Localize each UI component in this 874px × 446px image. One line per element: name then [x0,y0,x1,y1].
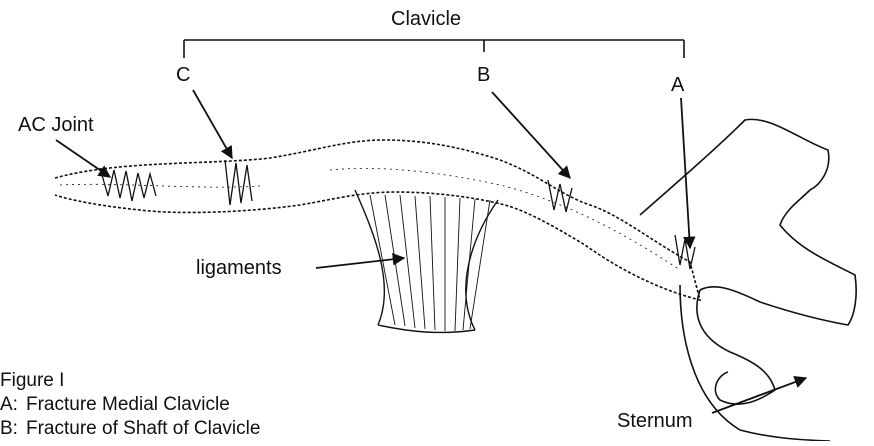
clavicle-label: Clavicle [391,8,461,30]
arrow-ac [56,140,110,177]
legend-text: Fracture Medial Clavicle [26,394,230,415]
ligaments-label: ligaments [196,257,282,279]
arrow-b [492,92,570,178]
clavicle-bone [55,140,700,300]
legend-text: Fracture of Shaft of Clavicle [26,418,260,439]
fracture-marks [100,160,695,269]
arrow-ligaments [316,258,404,268]
ac-joint-label: AC Joint [18,114,94,136]
figure-legend: Figure I A:Fracture Medial Clavicle B:Fr… [0,369,260,441]
site-c-label: C [176,64,190,86]
clavicle-bracket [184,40,684,58]
arrow-sternum [712,378,806,413]
arrow-c [193,90,232,158]
legend-key: A: [0,393,26,417]
legend-item-b: B:Fracture of Shaft of Clavicle [0,417,260,441]
legend-title: Figure I [0,369,260,393]
sternum-drawing [640,119,856,441]
site-b-label: B [477,64,490,86]
legend-key: B: [0,417,26,441]
legend-item-a: A:Fracture Medial Clavicle [0,393,260,417]
site-a-label: A [671,74,684,96]
sternum-label: Sternum [617,410,693,432]
